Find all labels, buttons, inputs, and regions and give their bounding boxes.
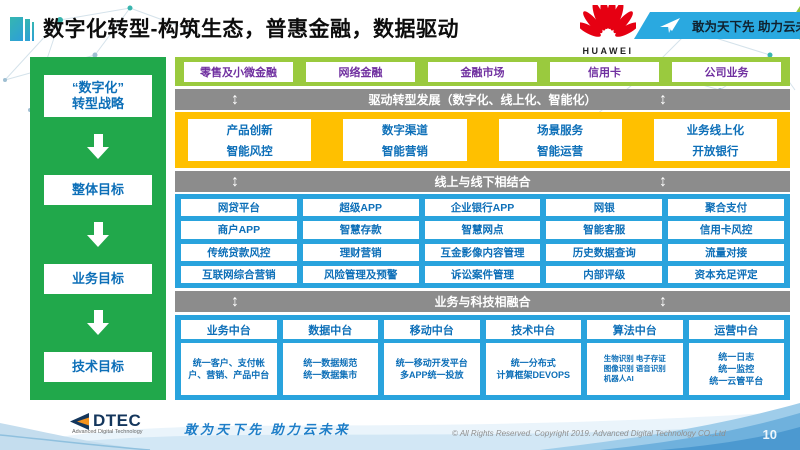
capability-cell: 开放银行 xyxy=(653,140,777,161)
paper-plane-icon xyxy=(660,17,680,34)
platform-column: 运营中台 统一日志 统一监控 统一云管平台 xyxy=(688,320,784,395)
updown-arrow-icon: ↕ xyxy=(659,91,667,108)
huawei-flower-icon xyxy=(577,0,639,37)
platform-body: 统一分布式 计算框架DEVOPS xyxy=(485,343,581,395)
platform-title: 业务中台 xyxy=(181,320,277,339)
capability-cell: 智能运营 xyxy=(498,140,622,161)
capability-cell: 智能风控 xyxy=(188,140,312,161)
huawei-logo: HUAWEI xyxy=(572,0,644,56)
app-cell: 网银 xyxy=(546,199,663,217)
app-cell: 商户APP xyxy=(181,221,297,239)
title-accent-icon xyxy=(10,15,34,41)
app-cell: 互金影像内容管理 xyxy=(424,243,541,261)
platform-body: 统一日志 统一监控 统一云管平台 xyxy=(688,343,784,395)
strategy-sidebar: “数字化” 转型战略 整体目标 业务目标 技术目标 xyxy=(30,57,166,400)
app-cell: 传统贷款风控 xyxy=(181,243,297,261)
slogan-banner: 敢为天下先 助力云未来 xyxy=(634,12,800,39)
capability-cell: 数字渠道 xyxy=(343,119,467,140)
adtec-logo: DTEC Advanced Digital Technology xyxy=(70,411,143,435)
footer-slogan: 敢为天下先 助力云未来 xyxy=(184,422,351,437)
capability-cell: 场景服务 xyxy=(498,119,622,140)
copyright-text: © All Rights Reserved. Copyright 2019. A… xyxy=(452,429,726,438)
business-line: 网络金融 xyxy=(306,61,415,82)
online-offline-bar: ↕ 线上与线下相结合 ↕ xyxy=(175,171,790,192)
sidebar-item-tech-goal: 技术目标 xyxy=(44,351,152,382)
business-line: 公司业务 xyxy=(672,61,781,82)
updown-arrow-icon: ↕ xyxy=(231,293,239,310)
sidebar-item-strategy: “数字化” 转型战略 xyxy=(44,75,152,117)
business-line: 信用卡 xyxy=(550,61,659,82)
app-cell: 历史数据查询 xyxy=(546,243,663,261)
app-cell: 智慧存款 xyxy=(302,221,419,239)
page-number: 10 xyxy=(762,427,777,442)
capability-cell: 业务线上化 xyxy=(653,119,777,140)
page-title: 数字化转型-构筑生态，普惠金融，数据驱动 xyxy=(43,18,459,41)
updown-arrow-icon: ↕ xyxy=(231,91,239,108)
platform-grid: 业务中台 统一客户、支付帐户、营销、产品中台 数据中台 统一数据规范 统一数据集… xyxy=(175,315,790,400)
platform-column: 移动中台 统一移动开发平台 多APP统一投放 xyxy=(384,320,480,395)
platform-body: 统一移动开发平台 多APP统一投放 xyxy=(384,343,480,395)
app-cell: 内部评级 xyxy=(546,265,663,283)
down-arrow-icon xyxy=(87,310,109,336)
updown-arrow-icon: ↕ xyxy=(231,173,239,190)
banner-slogan: 敢为天下先 助力云未来 xyxy=(692,20,800,34)
platform-title: 算法中台 xyxy=(587,320,683,339)
bar-label: 驱动转型发展（数字化、线上化、智能化） xyxy=(368,93,597,107)
huawei-wordmark: HUAWEI xyxy=(582,46,634,56)
platform-body: 统一客户、支付帐户、营销、产品中台 xyxy=(181,343,277,395)
sidebar-item-business-goal: 业务目标 xyxy=(44,263,152,294)
platform-body: 统一数据规范 统一数据集市 xyxy=(282,343,378,395)
application-grid: 网贷平台 超级APP 企业银行APP 网银 聚合支付 商户APP 智慧存款 智慧… xyxy=(175,194,790,288)
down-arrow-icon xyxy=(87,221,109,247)
capability-grid: 产品创新 数字渠道 场景服务 业务线上化 智能风控 智能营销 智能运营 开放银行 xyxy=(175,112,790,168)
platform-title: 运营中台 xyxy=(688,320,784,339)
app-cell: 信用卡风控 xyxy=(668,221,784,239)
app-cell: 超级APP xyxy=(302,199,419,217)
business-line: 零售及小微金融 xyxy=(184,61,293,82)
updown-arrow-icon: ↕ xyxy=(659,173,667,190)
app-cell: 诉讼案件管理 xyxy=(424,265,541,283)
app-cell: 智能客服 xyxy=(546,221,663,239)
business-line: 金融市场 xyxy=(428,61,537,82)
platform-column: 技术中台 统一分布式 计算框架DEVOPS xyxy=(485,320,581,395)
sidebar-item-overall-goal: 整体目标 xyxy=(44,175,152,206)
platform-column: 数据中台 统一数据规范 统一数据集市 xyxy=(282,320,378,395)
app-cell: 流量对接 xyxy=(668,243,784,261)
bar-label: 线上与线下相结合 xyxy=(434,175,531,189)
app-cell: 聚合支付 xyxy=(668,199,784,217)
platform-column: 算法中台 生物识别 电子存证 图像识别 语音识别 机器人AI xyxy=(587,320,683,395)
app-cell: 风险管理及预警 xyxy=(302,265,419,283)
platform-title: 技术中台 xyxy=(485,320,581,339)
platform-title: 数据中台 xyxy=(282,320,378,339)
bar-label: 业务与科技相融合 xyxy=(434,295,531,309)
tech-fusion-bar: ↕ 业务与科技相融合 ↕ xyxy=(175,291,790,312)
updown-arrow-icon: ↕ xyxy=(659,293,667,310)
app-cell: 企业银行APP xyxy=(424,199,541,217)
drive-transform-bar: ↕ 驱动转型发展（数字化、线上化、智能化） ↕ xyxy=(175,89,790,110)
app-cell: 理财营销 xyxy=(302,243,419,261)
platform-body: 生物识别 电子存证 图像识别 语音识别 机器人AI xyxy=(587,343,683,395)
business-line-row: 零售及小微金融 网络金融 金融市场 信用卡 公司业务 xyxy=(175,57,790,86)
down-arrow-icon xyxy=(87,133,109,159)
app-cell: 网贷平台 xyxy=(181,199,297,217)
capability-cell: 智能营销 xyxy=(343,140,467,161)
app-cell: 资本充足评定 xyxy=(668,265,784,283)
app-cell: 智慧网点 xyxy=(424,221,541,239)
app-cell: 互联网综合营销 xyxy=(181,265,297,283)
platform-column: 业务中台 统一客户、支付帐户、营销、产品中台 xyxy=(181,320,277,395)
adtec-logo-subtext: Advanced Digital Technology xyxy=(72,429,143,435)
adtec-logo-text: DTEC xyxy=(93,411,142,430)
adtec-arrow-icon xyxy=(70,412,89,430)
title-bar: 数字化转型-构筑生态，普惠金融，数据驱动 xyxy=(10,13,459,43)
platform-title: 移动中台 xyxy=(384,320,480,339)
capability-cell: 产品创新 xyxy=(188,119,312,140)
